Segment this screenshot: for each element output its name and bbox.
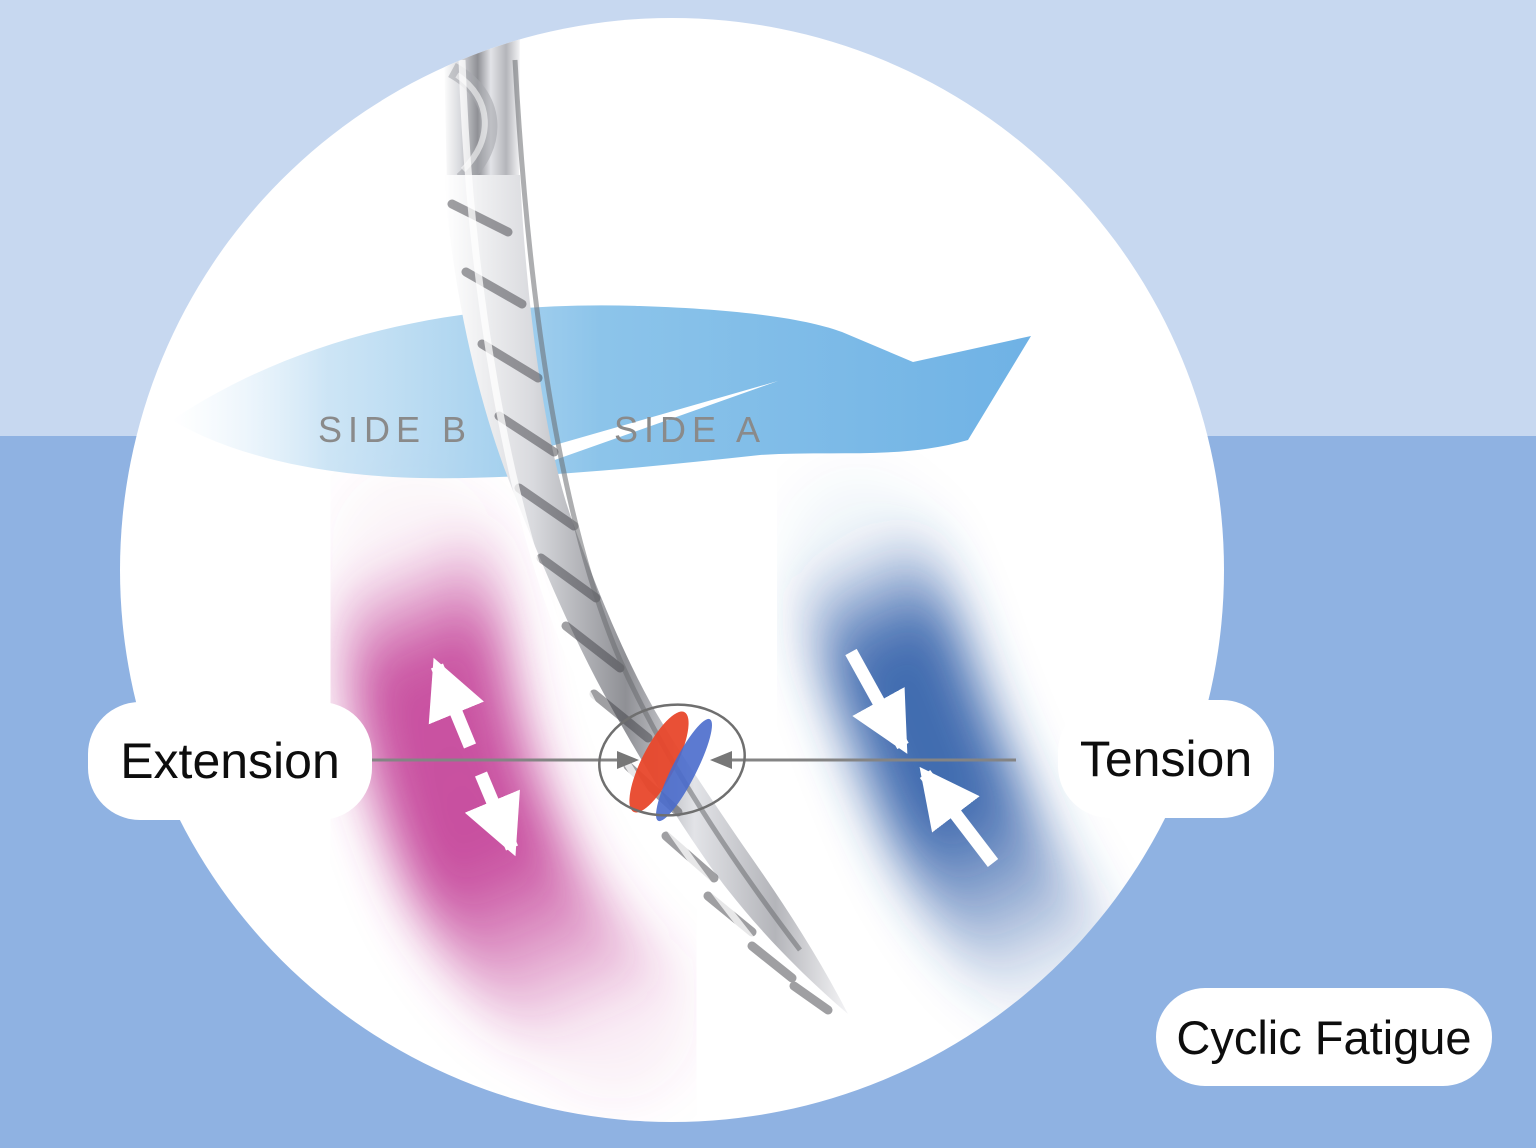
extension-double-arrow-icon <box>428 657 520 857</box>
tension-converging-arrows-icon <box>845 648 999 867</box>
extension-label: Extension <box>88 702 372 820</box>
rotation-arrow-icon <box>172 305 1031 479</box>
tension-stress-blue-patch <box>656 718 712 822</box>
inward-arrowhead-right-icon <box>710 751 732 769</box>
side-b-label: SIDE B <box>317 409 473 450</box>
tension-label: Tension <box>1058 700 1274 818</box>
cyclic-fatigue-label: Cyclic Fatigue <box>1156 988 1492 1086</box>
flexure-ellipse-icon <box>598 703 746 817</box>
compression-stress-red-patch <box>629 711 689 813</box>
inward-arrowhead-left-icon <box>617 751 639 769</box>
side-a-label: SIDE A <box>613 409 767 450</box>
